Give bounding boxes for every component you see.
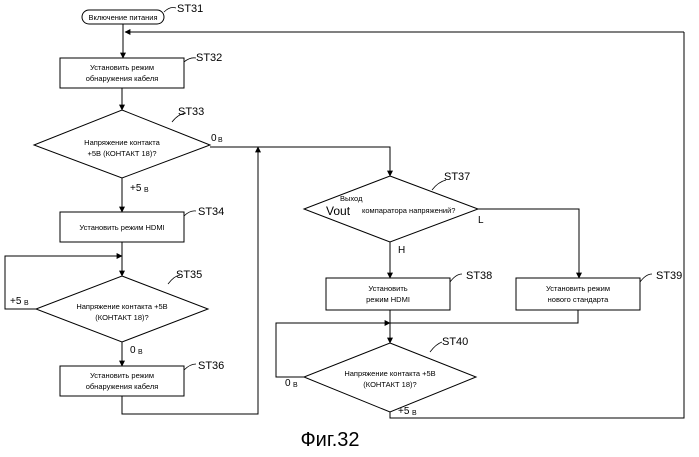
st33-yes-label: +5 xyxy=(130,183,142,194)
st33-line1: Напряжение контакта xyxy=(84,138,160,147)
figure-caption: Фиг.32 xyxy=(300,429,359,451)
st38-leader xyxy=(450,274,462,282)
st37-h-label: H xyxy=(398,245,405,256)
st40-yes-unit: В xyxy=(412,410,417,417)
st40-line1: Напряжение контакта +5В xyxy=(344,369,435,378)
st32-leader xyxy=(184,58,196,62)
st33-yes-unit: В xyxy=(144,187,149,194)
st32-process-box: Установить режим обнаружения кабеля xyxy=(60,58,184,88)
st37-vout: Vout xyxy=(326,204,351,218)
st40-line2: (КОНТАКТ 18)? xyxy=(363,380,416,389)
st38-step-label: ST38 xyxy=(466,270,492,282)
st35-no-label: 0 xyxy=(130,345,136,356)
st37-line2: компаратора напряжений? xyxy=(362,206,455,215)
st31-leader xyxy=(164,8,176,13)
st40-yes-label: +5 xyxy=(398,406,410,417)
arrow-st33-no-to-st37 xyxy=(210,147,390,176)
st37-line1: Выход xyxy=(340,194,363,203)
st39-box-shape xyxy=(516,278,640,310)
st40-leader xyxy=(430,342,442,352)
st35-decision: Напряжение контакта +5В (КОНТАКТ 18)? xyxy=(36,276,208,342)
st38-line2: режим HDMI xyxy=(366,295,410,304)
st34-step-label: ST34 xyxy=(198,206,224,218)
st32-line1: Установить режим xyxy=(90,63,154,72)
st37-l-label: L xyxy=(478,215,484,226)
line-st39-merge xyxy=(390,310,578,323)
st39-step-label: ST39 xyxy=(656,270,682,282)
st37-decision: Выход Vout компаратора напряжений? xyxy=(304,176,478,242)
st34-process-box: Установить режим HDMI xyxy=(60,212,184,242)
st39-process-box: Установить режим нового стандарта xyxy=(516,278,640,310)
st32-step-label: ST32 xyxy=(196,52,222,64)
st36-leader xyxy=(184,364,196,370)
st33-line2: +5В (КОНТАКТ 18)? xyxy=(87,149,156,158)
st37-step-label: ST37 xyxy=(444,171,470,183)
st35-yes-label: +5 xyxy=(10,296,22,307)
st40-no-unit: В xyxy=(293,382,298,389)
st39-line1: Установить режим xyxy=(546,284,610,293)
st33-no-label: 0 xyxy=(211,133,217,144)
st31-step-label: ST31 xyxy=(177,3,203,15)
st35-no-unit: В xyxy=(138,349,143,356)
st39-leader xyxy=(640,274,652,282)
st36-line2: обнаружения кабеля xyxy=(86,382,159,391)
st33-no-unit: В xyxy=(218,137,223,144)
st35-yes-unit: В xyxy=(24,300,29,307)
st33-decision: Напряжение контакта +5В (КОНТАКТ 18)? xyxy=(34,110,210,178)
st38-box-shape xyxy=(326,278,450,310)
st36-step-label: ST36 xyxy=(198,360,224,372)
st33-step-label: ST33 xyxy=(178,106,204,118)
st32-line2: обнаружения кабеля xyxy=(86,74,159,83)
st40-no-label: 0 xyxy=(285,378,291,389)
start-terminal-label: Включение питания xyxy=(88,13,157,22)
st36-line1: Установить режим xyxy=(90,371,154,380)
st39-line2: нового стандарта xyxy=(548,295,610,304)
st38-process-box: Установить режим HDMI xyxy=(326,278,450,310)
st35-line2: (КОНТАКТ 18)? xyxy=(95,313,148,322)
st34-leader xyxy=(184,211,196,216)
st38-line1: Установить xyxy=(368,284,407,293)
st34-label: Установить режим HDMI xyxy=(79,223,164,232)
arrow-st37-l-to-st39 xyxy=(478,209,579,278)
start-terminal: Включение питания xyxy=(82,10,164,24)
st35-step-label: ST35 xyxy=(176,269,202,281)
st40-decision: Напряжение контакта +5В (КОНТАКТ 18)? xyxy=(304,343,476,412)
st36-process-box: Установить режим обнаружения кабеля xyxy=(60,366,184,396)
st40-step-label: ST40 xyxy=(442,336,468,348)
st35-line1: Напряжение контакта +5В xyxy=(76,302,167,311)
